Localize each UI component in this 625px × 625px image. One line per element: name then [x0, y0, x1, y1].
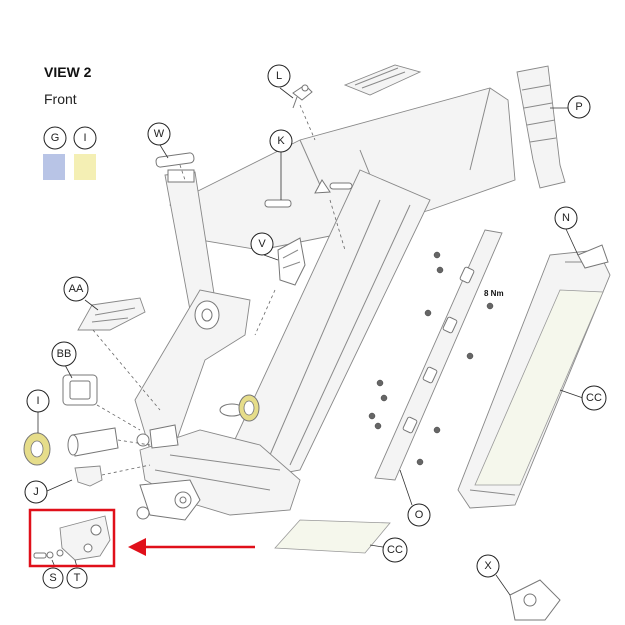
part-l-lever [292, 84, 313, 109]
svg-text:W: W [154, 128, 165, 140]
svg-text:O: O [415, 509, 424, 521]
part-bb-grommet [62, 374, 98, 406]
part-v-clip [277, 237, 306, 286]
bike-frame [134, 87, 516, 521]
callout-s: S [42, 567, 64, 589]
color-swatch-g [43, 154, 65, 180]
part-x-derailleur [509, 579, 561, 621]
svg-text:P: P [575, 101, 582, 113]
callout-cc-bottom: CC [382, 537, 408, 563]
callout-p: P [567, 95, 591, 119]
part-j-spacer [74, 465, 103, 487]
callout-leaders [37, 87, 584, 596]
part-bushing-tube [67, 427, 119, 457]
svg-text:J: J [33, 486, 39, 498]
highlight-arrow-icon [128, 538, 255, 556]
svg-text:T: T [74, 572, 81, 584]
callout-bb: BB [51, 341, 77, 367]
callout-v: V [250, 232, 274, 256]
callout-i-mid: I [26, 389, 50, 413]
assembly-guide-lines [92, 104, 346, 476]
callout-o: O [407, 503, 431, 527]
callout-i-top: I [73, 126, 97, 150]
part-st-link [33, 515, 111, 561]
callout-k: K [269, 129, 293, 153]
part-top-port-cover [343, 64, 422, 96]
callout-cc-right: CC [581, 385, 607, 411]
view-title: VIEW 2 [44, 64, 92, 80]
callout-w: W [147, 122, 171, 146]
callout-n: N [554, 206, 578, 230]
svg-text:G: G [51, 132, 60, 144]
svg-text:N: N [562, 212, 570, 224]
part-i-bearing [23, 432, 51, 466]
svg-text:I: I [83, 132, 86, 144]
svg-text:S: S [49, 572, 56, 584]
callout-l: L [267, 64, 291, 88]
svg-text:CC: CC [387, 544, 403, 556]
torque-label: 8 Nm [484, 289, 504, 298]
svg-text:CC: CC [586, 392, 602, 404]
callout-aa: AA [63, 276, 89, 302]
part-w-sleeve [155, 152, 195, 168]
part-cc-bottom-sticker [274, 519, 391, 554]
callout-g: G [43, 126, 67, 150]
callout-t: T [66, 567, 88, 589]
svg-text:V: V [258, 238, 266, 250]
color-swatch-i [74, 154, 96, 180]
highlight-box [28, 508, 116, 568]
part-aa-cover [77, 297, 146, 331]
frame-seal-ring [238, 394, 260, 422]
svg-text:BB: BB [57, 348, 72, 360]
svg-text:AA: AA [69, 283, 84, 295]
svg-text:L: L [276, 70, 282, 82]
callout-j: J [24, 480, 48, 504]
view-subtitle: Front [44, 91, 77, 107]
svg-text:X: X [484, 560, 492, 572]
svg-text:K: K [277, 135, 285, 147]
part-n-battery [457, 244, 611, 509]
callout-x: X [476, 554, 500, 578]
svg-text:I: I [36, 395, 39, 407]
part-p-grip [516, 65, 566, 189]
part-o-battery-rail [368, 229, 503, 481]
part-k-pins [264, 179, 353, 208]
